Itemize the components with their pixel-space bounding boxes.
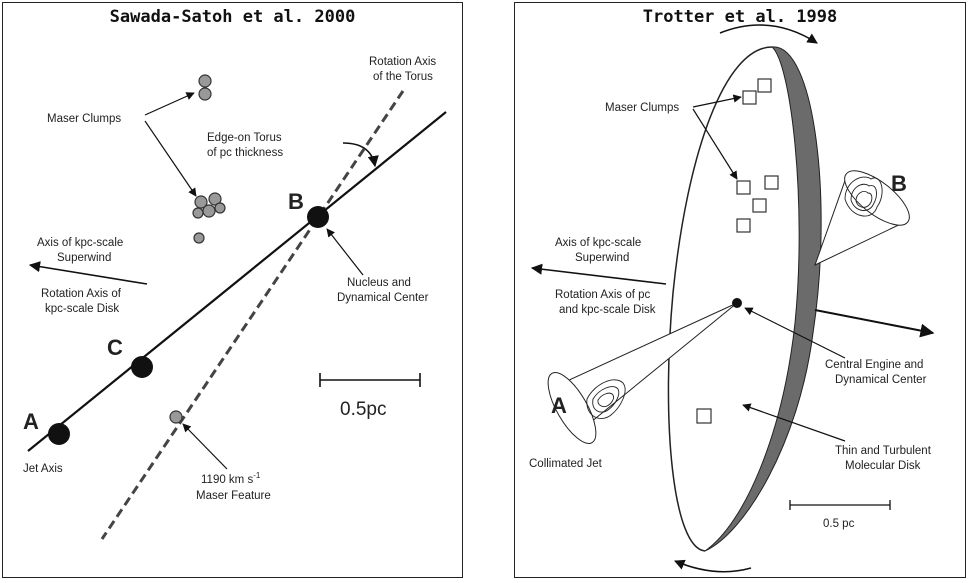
rotation-arrow bbox=[342, 142, 379, 168]
label-rot-disk-1: Rotation Axis of bbox=[41, 288, 122, 300]
label-molecular-2: Molecular Disk bbox=[845, 460, 921, 472]
label-torus-1: Edge-on Torus bbox=[207, 132, 282, 144]
maser-feature-1190 bbox=[169, 410, 183, 424]
label-rot-disk-2: kpc-scale Disk bbox=[45, 303, 119, 315]
label-rot-disk-1-right: Rotation Axis of pc bbox=[555, 289, 650, 301]
label-maser-clumps-right: Maser Clumps bbox=[605, 102, 679, 114]
maser-clumps-pointer-right-2 bbox=[692, 108, 738, 180]
right-panel: Trotter et al. 1998 B bbox=[514, 2, 966, 578]
label-nucleus-1: Nucleus and bbox=[347, 277, 411, 289]
label-c: C bbox=[107, 335, 123, 360]
label-a: A bbox=[23, 409, 39, 434]
disk-face-outline bbox=[667, 46, 773, 552]
left-diagram: B C A Rotation Axis of the Torus Maser C… bbox=[23, 56, 447, 540]
molecular-pointer bbox=[742, 403, 846, 442]
label-superwind-1: Axis of kpc-scale bbox=[37, 237, 123, 249]
maser-clumps-upper bbox=[198, 74, 212, 101]
label-rot-axis-torus-2: of the Torus bbox=[373, 71, 433, 83]
label-engine-1: Central Engine and bbox=[825, 359, 923, 371]
maser-clumps-pointer-down bbox=[144, 120, 197, 197]
scale-label-right: 0.5 pc bbox=[823, 518, 855, 530]
component-b bbox=[307, 206, 329, 228]
component-c bbox=[131, 356, 153, 378]
central-engine bbox=[732, 298, 742, 308]
scale-bar-left bbox=[319, 373, 421, 387]
jet-axis-line bbox=[27, 111, 447, 452]
nucleus-pointer bbox=[326, 228, 364, 276]
engine-pointer bbox=[744, 307, 846, 359]
right-panel-title: Trotter et al. 1998 bbox=[642, 7, 838, 27]
label-b: B bbox=[288, 189, 304, 214]
label-superwind-2-right: Superwind bbox=[575, 252, 629, 264]
label-nucleus-2: Dynamical Center bbox=[337, 292, 429, 304]
component-a bbox=[48, 423, 70, 445]
label-engine-2: Dynamical Center bbox=[835, 374, 927, 386]
disk-rim bbox=[704, 46, 822, 552]
label-superwind-2: Superwind bbox=[57, 252, 111, 264]
torus-rotation-axis-line bbox=[100, 90, 405, 540]
label-rot-axis-torus-1: Rotation Axis bbox=[369, 56, 436, 68]
jet-cone-b bbox=[814, 170, 910, 266]
label-b-right: B bbox=[891, 171, 907, 196]
scale-label-left: 0.5pc bbox=[340, 399, 386, 420]
label-molecular-1: Thin and Turbulent bbox=[835, 445, 932, 457]
label-collimated-jet: Collimated Jet bbox=[529, 458, 603, 470]
disk-rotation-arrow-top bbox=[719, 24, 818, 44]
left-panel-title: Sawada-Satoh et al. 2000 bbox=[109, 7, 356, 27]
maser-clump-squares bbox=[696, 78, 779, 424]
label-maser-feature-1: 1190 km s-1 bbox=[201, 471, 261, 486]
right-diagram: B A Maser Clumps bbox=[529, 24, 935, 573]
superwind-arrow-right bbox=[530, 263, 667, 285]
maser-clumps-pointer-up bbox=[144, 92, 195, 116]
label-torus-2: of pc thickness bbox=[207, 147, 283, 159]
label-superwind-1-right: Axis of kpc-scale bbox=[555, 237, 641, 249]
label-maser-feature-2: Maser Feature bbox=[196, 490, 271, 502]
maser-clumps-pointer-right-1 bbox=[692, 94, 742, 108]
jet-cone-a bbox=[547, 302, 738, 444]
rotation-axis-arrow-right bbox=[814, 309, 935, 338]
disk-rotation-arrow-bottom bbox=[674, 559, 752, 573]
maser-clumps-middle bbox=[192, 192, 226, 244]
label-maser-clumps: Maser Clumps bbox=[47, 113, 121, 125]
label-a-right: A bbox=[551, 393, 567, 418]
maser-feature-pointer bbox=[182, 423, 228, 470]
scale-bar-right bbox=[789, 500, 891, 510]
label-rot-disk-2-right: and kpc-scale Disk bbox=[559, 304, 656, 316]
label-jet-axis: Jet Axis bbox=[23, 463, 63, 475]
superwind-arrow bbox=[28, 261, 148, 285]
left-panel: Sawada-Satoh et al. 2000 bbox=[2, 2, 463, 578]
